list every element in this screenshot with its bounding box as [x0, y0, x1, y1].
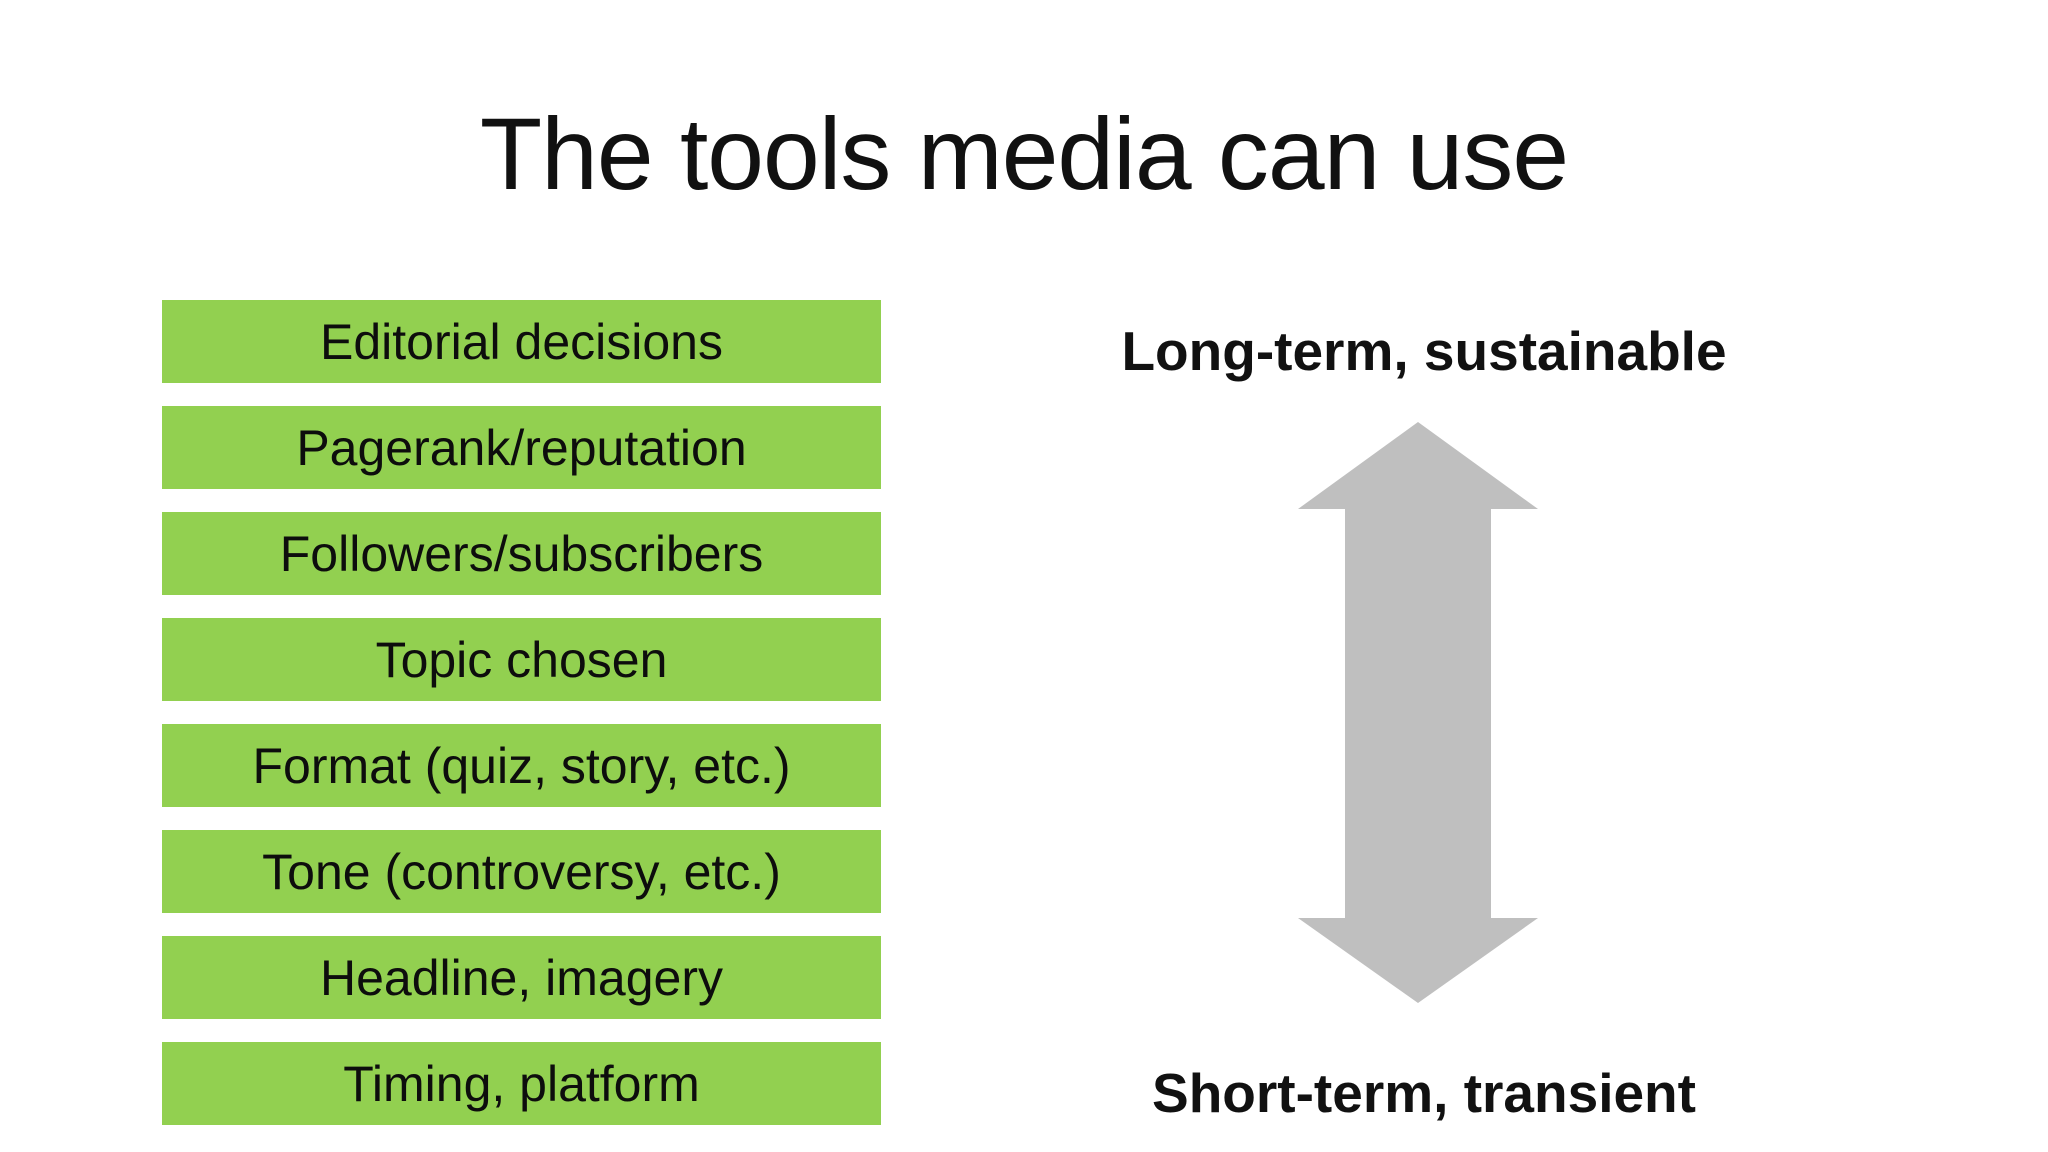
up-down-arrow-shape — [1298, 422, 1538, 1003]
slide-title: The tools media can use — [479, 97, 1569, 211]
long-term-label: Long-term, sustainable — [1121, 320, 1727, 382]
tool-bar: Timing, platform — [162, 1042, 881, 1125]
up-down-arrow-icon — [1298, 422, 1538, 1003]
tool-bar: Headline, imagery — [162, 936, 881, 1019]
tool-bar: Followers/subscribers — [162, 512, 881, 595]
tool-bar: Format (quiz, story, etc.) — [162, 724, 881, 807]
tool-bar: Editorial decisions — [162, 300, 881, 383]
tool-bar: Pagerank/reputation — [162, 406, 881, 489]
tool-bar: Topic chosen — [162, 618, 881, 701]
tool-bar: Tone (controversy, etc.) — [162, 830, 881, 913]
short-term-label: Short-term, transient — [1152, 1062, 1696, 1124]
